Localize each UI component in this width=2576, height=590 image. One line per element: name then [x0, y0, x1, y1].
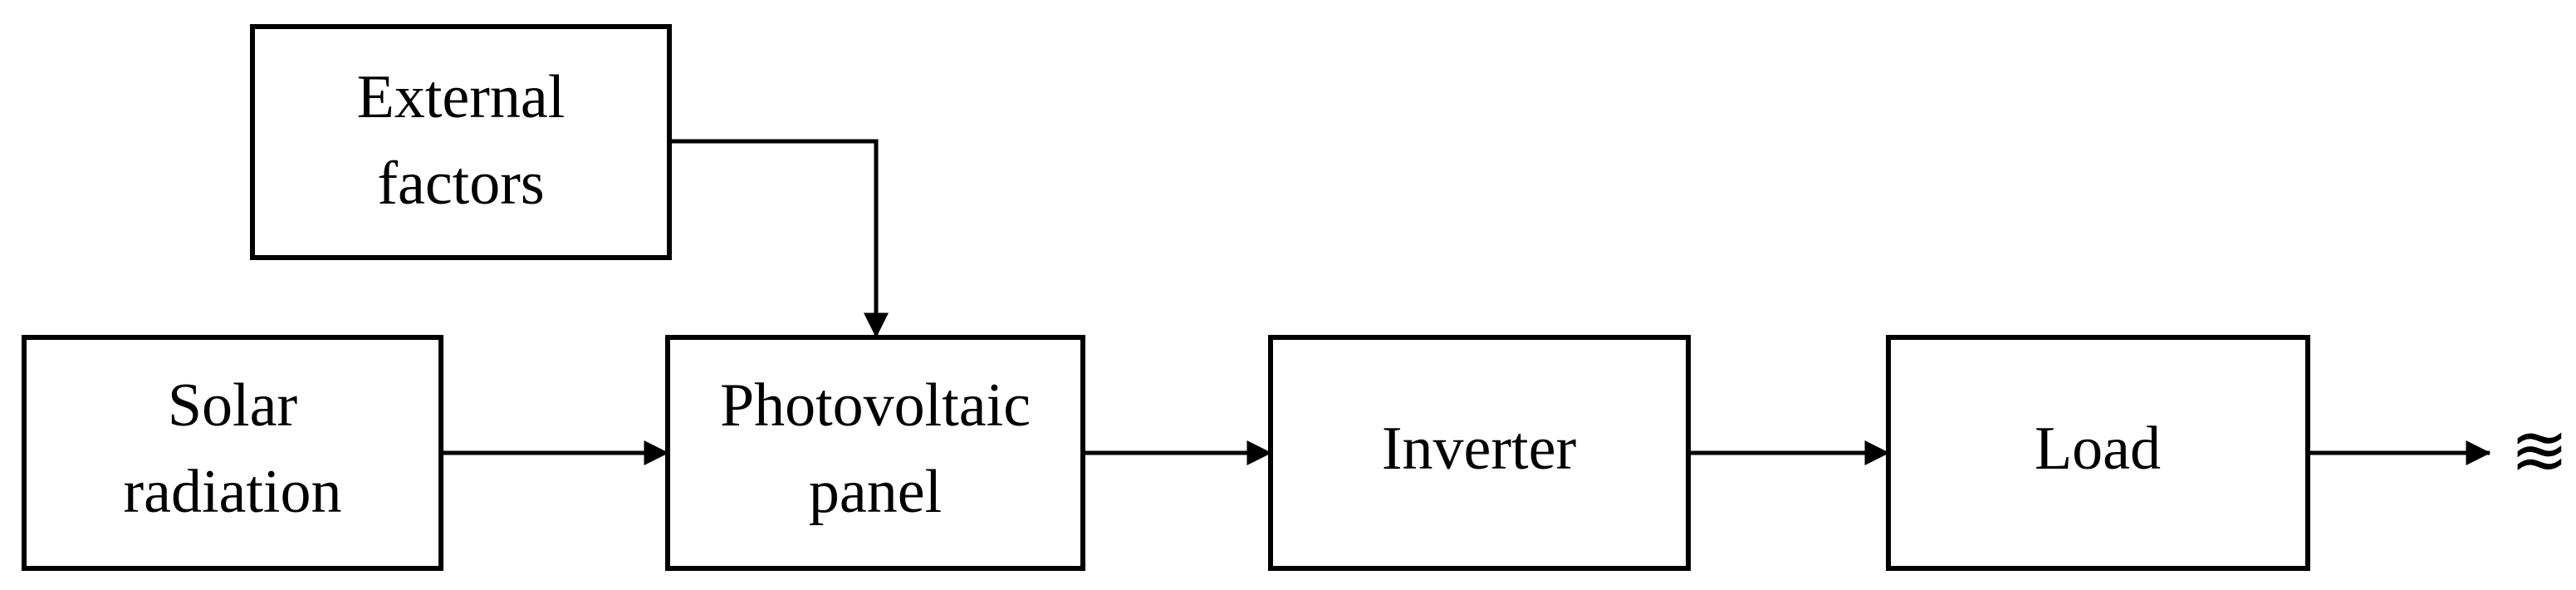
- node-external-factors: External factors: [250, 24, 672, 260]
- node-load: Load: [1886, 335, 2310, 571]
- solar-radiation-box: [22, 335, 443, 571]
- photovoltaic-panel-box: [665, 335, 1085, 571]
- load-label: Load: [2035, 415, 2161, 483]
- node-inverter: Inverter: [1268, 335, 1691, 571]
- external-factors-label-line1: External: [357, 63, 566, 131]
- solar-radiation-label-line1: Solar: [168, 371, 297, 440]
- external-factors-label-line2: factors: [377, 150, 544, 218]
- arrow-external-factors-to-panel: [669, 139, 889, 338]
- external-factors-box: [250, 24, 672, 260]
- node-photovoltaic-panel: Photovoltaic panel: [665, 335, 1085, 571]
- photovoltaic-panel-label-line1: Photovoltaic: [720, 371, 1031, 440]
- photovoltaic-panel-label-line2: panel: [809, 458, 942, 526]
- ac-output-symbol: ≋: [2510, 410, 2569, 491]
- solar-radiation-label-line2: radiation: [123, 458, 341, 526]
- inverter-box: [1268, 335, 1691, 571]
- node-solar-radiation: Solar radiation: [22, 335, 443, 571]
- inverter-label: Inverter: [1382, 415, 1576, 483]
- load-box: [1886, 335, 2310, 571]
